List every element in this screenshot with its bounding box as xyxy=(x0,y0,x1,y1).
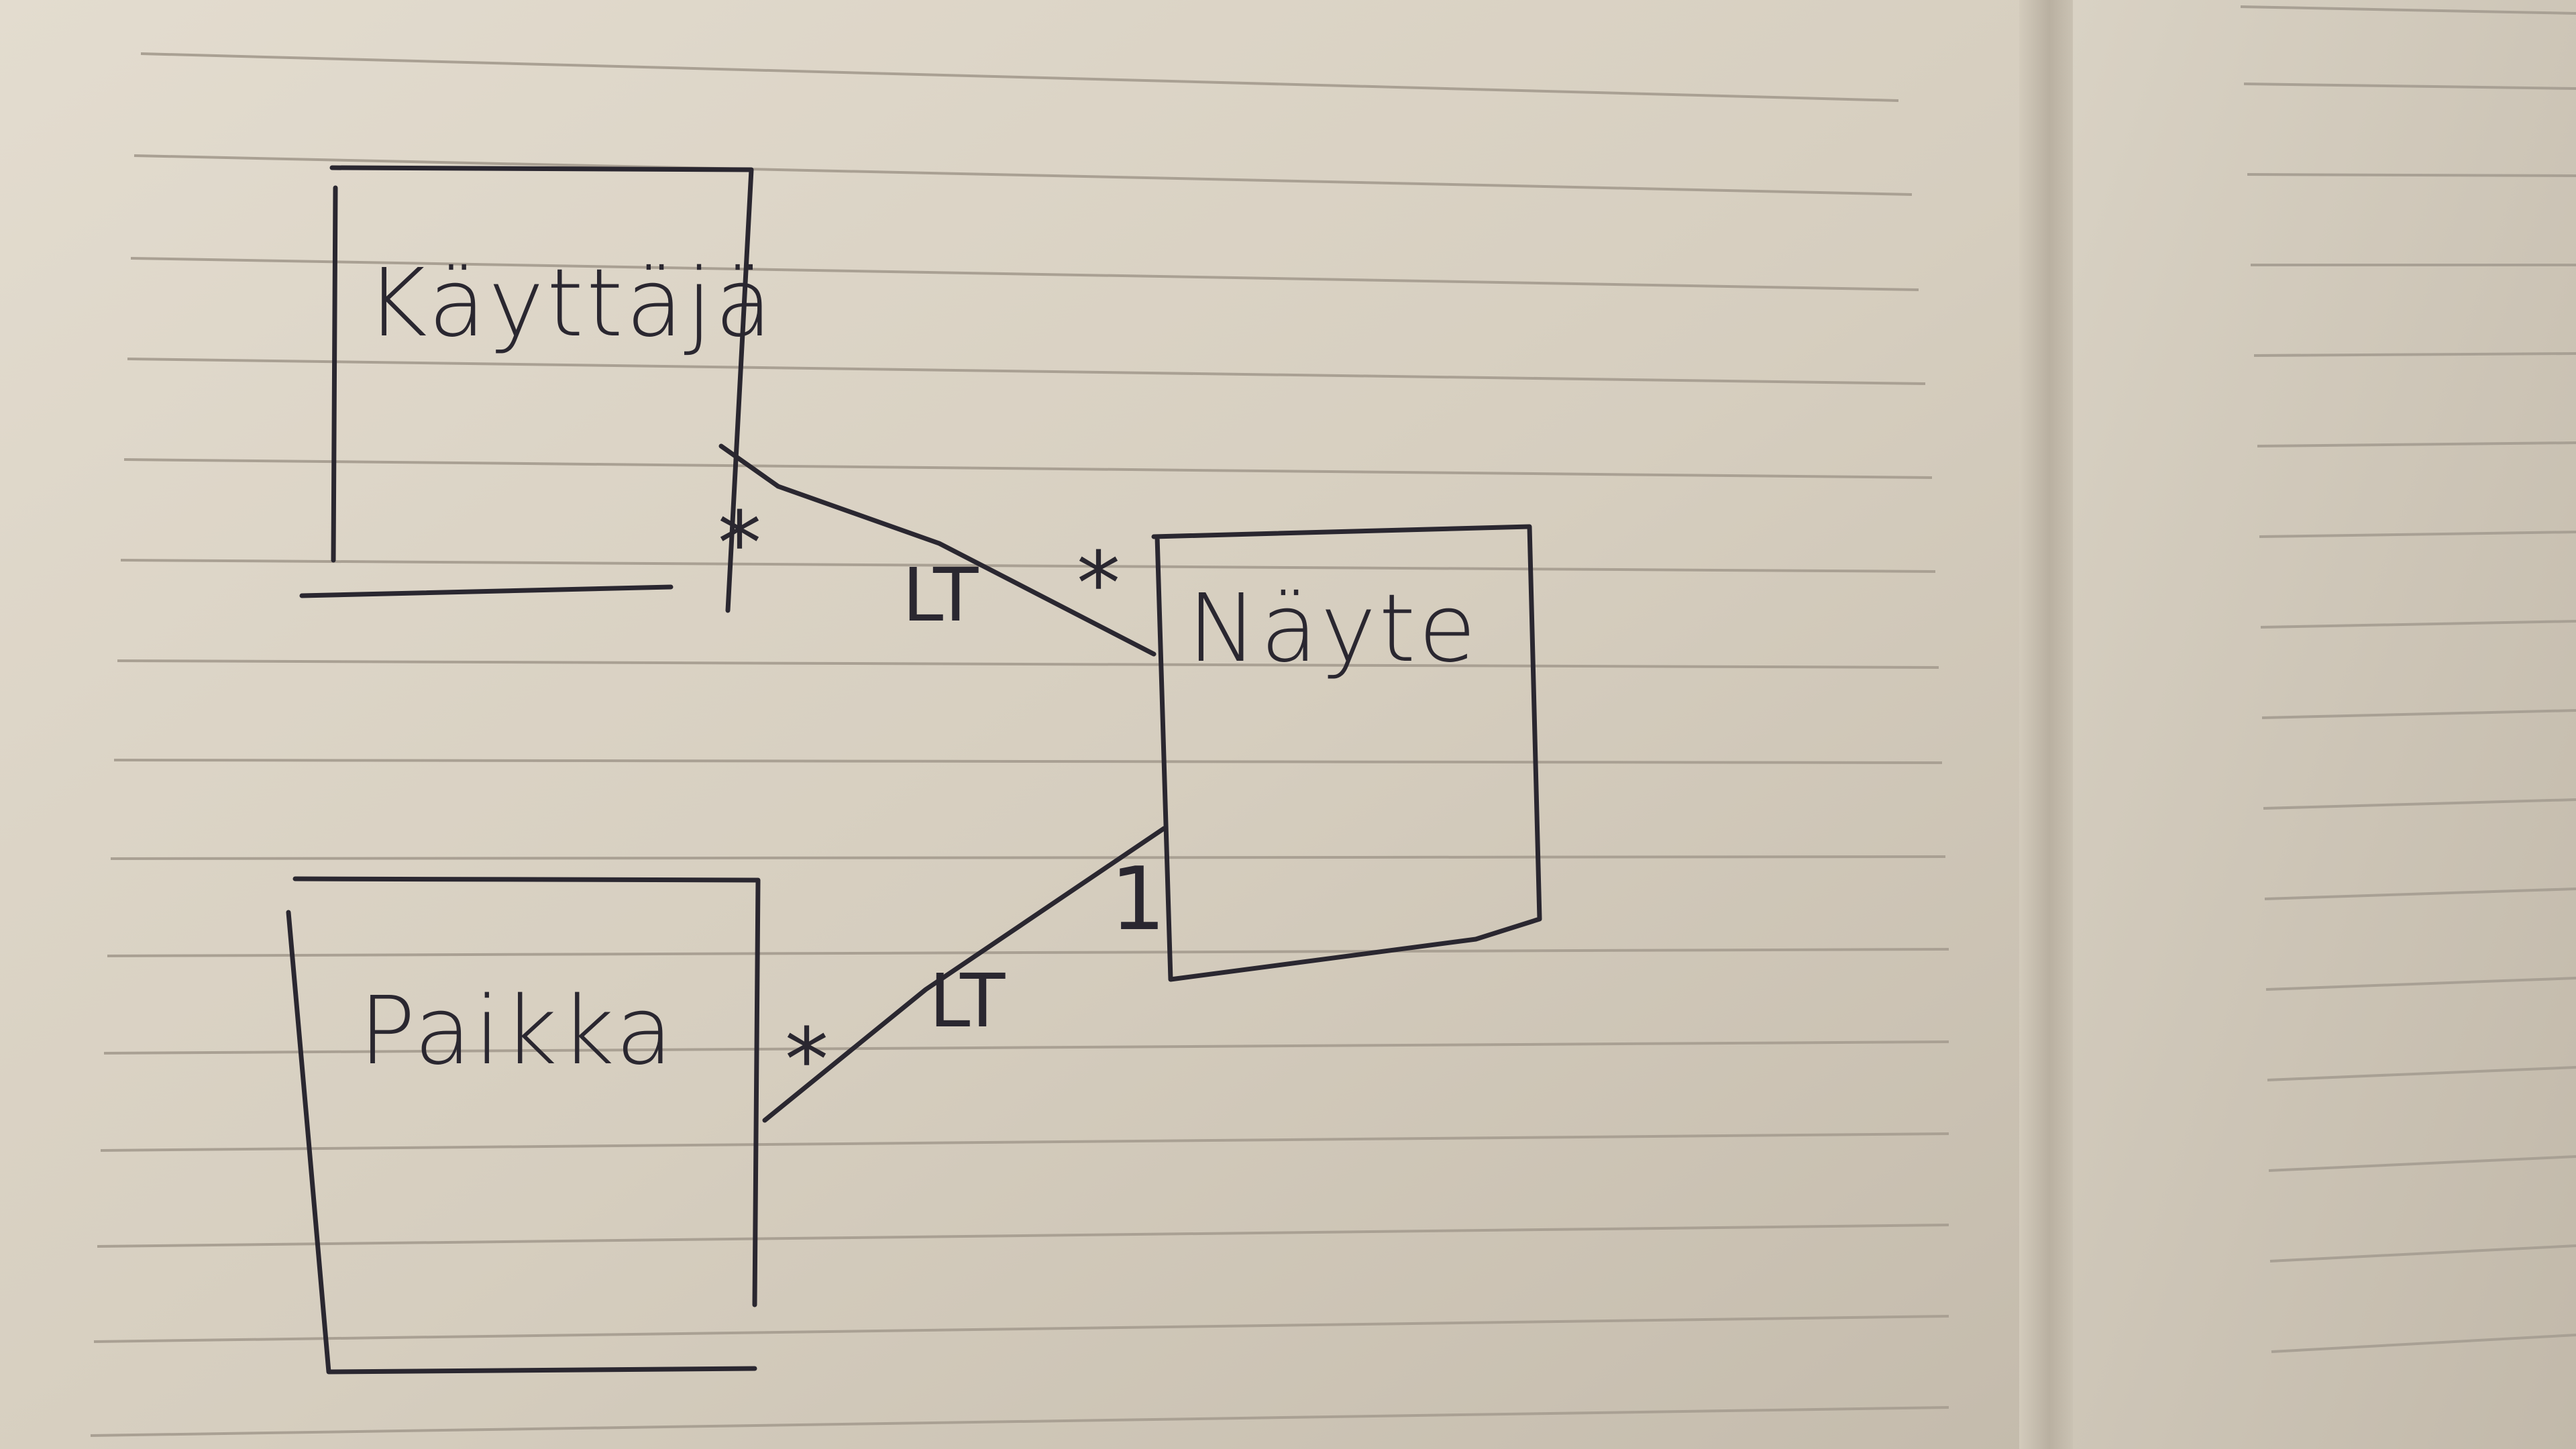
entity-nayte-label: Näyte xyxy=(1187,574,1479,684)
entity-kayttaja: Käyttäjä xyxy=(299,165,775,613)
entity-kayttaja-label: Käyttäjä xyxy=(366,249,775,358)
relation-paikka-nayte-multiplicity-from: * xyxy=(785,1009,828,1111)
relation-paikka-nayte-line xyxy=(762,826,1167,1123)
relation-paikka-nayte: LT * 1 xyxy=(762,826,1167,1123)
relation-kayttaja-nayte-multiplicity-to: * xyxy=(1077,533,1120,635)
entity-kayttaja-box xyxy=(299,165,754,613)
entity-paikka: Paikka xyxy=(286,876,761,1375)
relation-kayttaja-nayte: LT * * xyxy=(718,443,1157,657)
relation-paikka-nayte-label: LT xyxy=(929,958,1006,1044)
ruled-lines-left xyxy=(90,52,1949,1437)
relation-kayttaja-nayte-label: LT xyxy=(902,552,979,638)
entity-paikka-box xyxy=(286,876,761,1375)
relation-kayttaja-nayte-multiplicity-from: * xyxy=(718,492,761,594)
right-page xyxy=(2073,0,2576,1449)
relation-kayttaja-nayte-line xyxy=(718,443,1157,657)
entity-nayte-box xyxy=(1151,524,1542,982)
page-gutter xyxy=(2019,0,2080,1449)
ruled-lines-right xyxy=(2240,5,2576,1353)
relation-paikka-nayte-multiplicity-to: 1 xyxy=(1110,848,1166,950)
entity-paikka-label: Paikka xyxy=(359,977,676,1086)
left-page xyxy=(0,0,2046,1449)
entity-nayte: Näyte xyxy=(1151,524,1542,982)
